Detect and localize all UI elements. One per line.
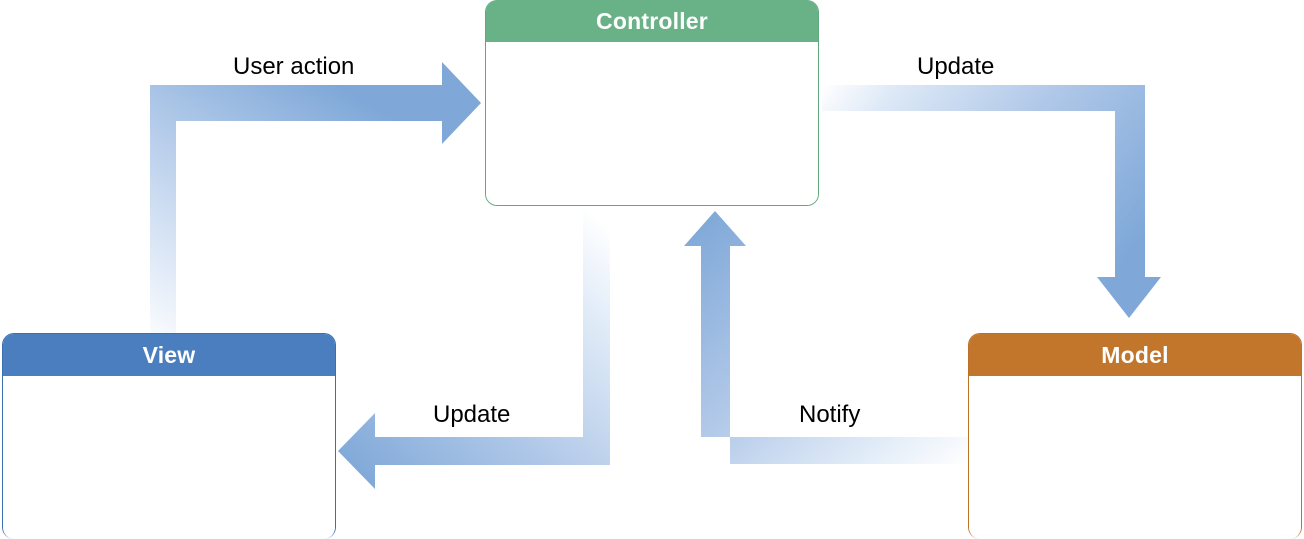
arrow-user-action: [150, 62, 481, 350]
node-controller-body: [486, 42, 818, 205]
edge-label-notify: Notify: [799, 401, 861, 428]
node-controller-title: Controller: [486, 0, 818, 42]
node-view-title: View: [3, 334, 335, 376]
node-view-body: [3, 376, 335, 539]
edge-label-update-bottom: Update: [433, 401, 511, 428]
node-controller[interactable]: Controller: [485, 0, 819, 206]
arrow-update-bottom: [338, 208, 610, 489]
edge-label-update-right: Update: [917, 53, 995, 80]
node-view[interactable]: View: [2, 333, 336, 539]
node-model[interactable]: Model: [968, 333, 1302, 539]
edge-label-user-action: User action: [233, 53, 355, 80]
arrow-update-right: [822, 85, 1161, 318]
node-model-title: Model: [969, 334, 1301, 376]
node-model-body: [969, 376, 1301, 539]
arrow-notify: [684, 211, 970, 464]
